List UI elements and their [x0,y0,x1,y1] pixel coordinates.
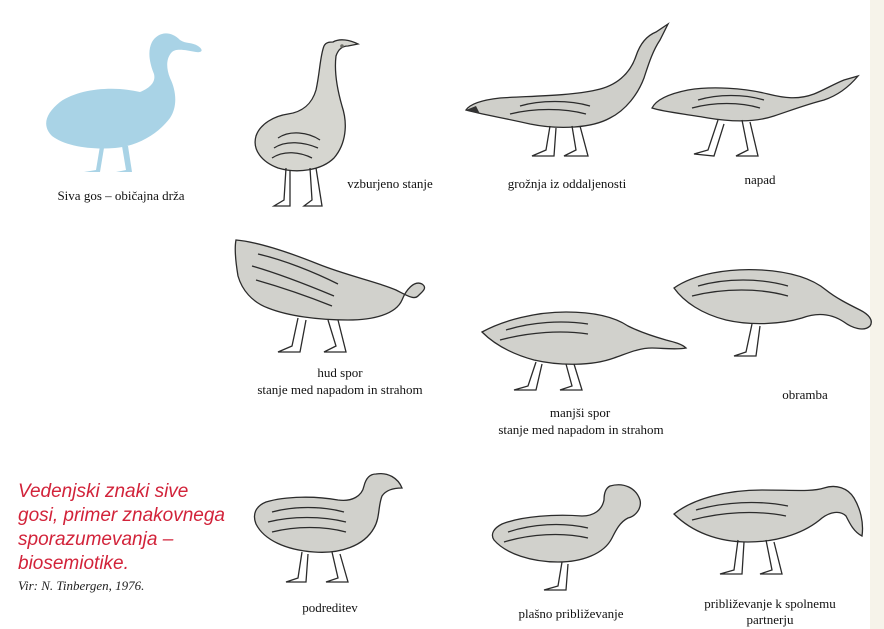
figure-source: Vir: N. Tinbergen, 1976. [18,578,144,594]
goose-threat-distance [460,14,680,164]
label-timid-approach: plašno približevanje [496,605,646,622]
figure-caption: Vedenjski znaki sive gosi, primer znakov… [18,480,233,576]
goose-minor-conflict [476,296,691,396]
label-submission: podreditev [280,599,380,616]
goose-normal-silhouette [20,22,220,172]
goose-approach-partner [668,476,868,591]
label-excited: vzburjeno stanje [330,175,450,192]
label-approach-partner-1: približevanje k spolnemu [680,595,860,612]
label-threat-distance: grožnja iz oddaljenosti [482,175,652,192]
goose-defense [668,262,878,362]
label-attack: napad [720,171,800,188]
label-approach-partner-2: partnerju [680,611,860,628]
goose-submission [246,466,416,594]
goose-attack [648,70,863,170]
label-defense: obramba [760,386,850,403]
label-serious-conflict-2: stanje med napadom in strahom [235,381,445,398]
label-serious-conflict-1: hud spor [240,364,440,381]
goose-serious-conflict [228,230,438,360]
label-normal: Siva gos – običajna drža [26,187,216,204]
label-minor-conflict-2: stanje med napadom in strahom [476,421,686,438]
goose-timid-approach [486,478,656,598]
label-minor-conflict-1: manjši spor [480,404,680,421]
